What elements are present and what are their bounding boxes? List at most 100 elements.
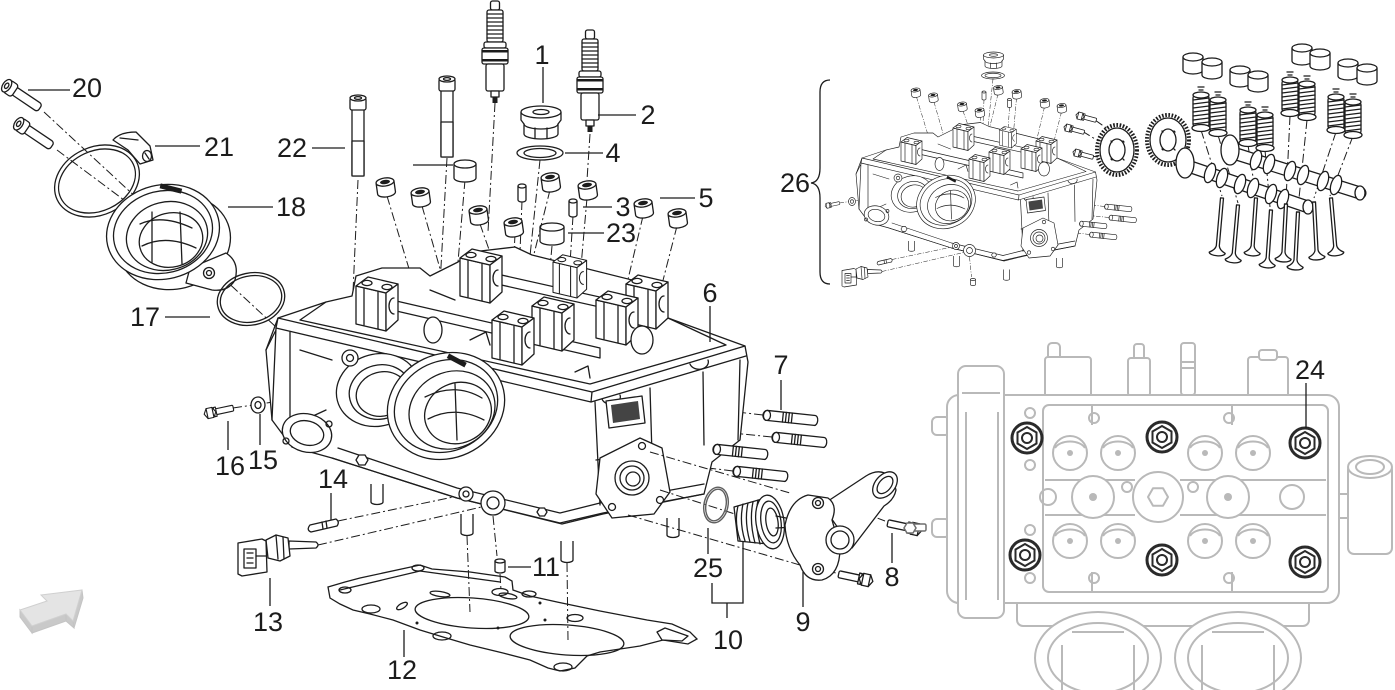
housing-boss-inner xyxy=(830,530,850,550)
callout-25: 25 xyxy=(693,553,723,583)
sensor-tip xyxy=(288,540,319,550)
gasket-hole xyxy=(553,662,573,672)
cap-body xyxy=(520,112,562,140)
top-view-inset xyxy=(903,342,1393,690)
gasket-hole xyxy=(338,586,352,594)
center-plug-hex xyxy=(1147,487,1169,507)
boot-throat-inner xyxy=(138,212,204,268)
port-inner xyxy=(1047,622,1149,690)
flange-opening xyxy=(289,419,325,447)
intake-boot xyxy=(105,183,237,291)
valve-spring xyxy=(1326,88,1346,135)
sprocket-hub xyxy=(1108,138,1126,162)
assembly-inset xyxy=(810,43,1378,287)
flange-hole xyxy=(282,437,290,445)
oil-plug-boss-hole xyxy=(486,496,500,510)
flange-bore-inner xyxy=(619,465,645,491)
center-plug-boss xyxy=(1132,471,1184,523)
intake-port-ring xyxy=(1174,611,1302,690)
sprocket-rim xyxy=(1099,127,1135,173)
callout-labels: 1 2 3 4 5 6 7 8 9 10 11 12 13 14 15 16 1… xyxy=(72,40,1325,685)
thermostat-housing-9 xyxy=(784,471,898,581)
valve-shim xyxy=(666,207,689,230)
dowel-body xyxy=(307,518,339,533)
gasket-bore xyxy=(414,596,530,630)
callout-26: 26 xyxy=(780,168,810,198)
housing-flange xyxy=(784,494,841,581)
front-intake-ring xyxy=(386,351,506,461)
intake-o-ring xyxy=(216,271,286,327)
washer-inner xyxy=(523,147,557,159)
port-detail xyxy=(1201,631,1275,690)
hole xyxy=(1024,407,1036,419)
bucket-top xyxy=(453,159,477,169)
valve-spring xyxy=(1208,91,1228,138)
valve xyxy=(1322,196,1345,258)
stud xyxy=(770,431,828,449)
callout-18: 18 xyxy=(276,192,306,222)
valve xyxy=(1208,196,1231,258)
bucket-top xyxy=(539,222,565,232)
spark-plug-bore-center xyxy=(1089,493,1097,501)
cap-hole xyxy=(532,108,550,116)
valve-shim xyxy=(502,216,525,239)
port-flange-ear xyxy=(341,349,359,367)
gasket-hole xyxy=(566,613,584,623)
gasket-hole xyxy=(521,590,537,598)
cylinder-head-nut xyxy=(1010,421,1044,455)
gasket-hole xyxy=(432,631,452,641)
valve-seat xyxy=(1100,435,1136,471)
tappet-bucket xyxy=(1182,52,1204,75)
valve-seat xyxy=(1052,435,1088,471)
valve-seat xyxy=(1235,523,1271,559)
bucket-side xyxy=(539,227,565,246)
cam-cap xyxy=(552,254,588,299)
intake-port-ring xyxy=(1034,611,1162,690)
head-stud xyxy=(370,484,384,506)
callout-2: 2 xyxy=(640,100,655,130)
cam-lobe xyxy=(1262,153,1276,175)
hole xyxy=(1223,412,1235,424)
gasket-bore xyxy=(509,623,625,657)
cam-tunnel xyxy=(423,316,443,344)
ring-inner-detail xyxy=(424,383,485,441)
head-studs xyxy=(370,484,680,564)
cam-lobe xyxy=(1203,162,1217,184)
camshaft-end xyxy=(1354,185,1366,201)
clamp-band-inner xyxy=(57,148,137,214)
valve-spring xyxy=(1255,106,1275,153)
cam-cap xyxy=(531,296,575,352)
ring-lip xyxy=(393,358,499,454)
callout-13: 13 xyxy=(253,607,283,637)
cylinder-head-nut xyxy=(1145,420,1179,454)
ring-throat xyxy=(408,370,496,450)
sprocket-bolt xyxy=(1071,148,1095,162)
cap-hex-edges xyxy=(523,123,559,139)
thermostat-coils xyxy=(735,499,761,545)
port-flange-hole xyxy=(345,353,355,363)
tappet-bucket xyxy=(1337,58,1359,81)
callout-9: 9 xyxy=(795,607,810,637)
washer-outer xyxy=(250,396,266,414)
bucket-side xyxy=(453,164,477,183)
housing-ear-hole-inner xyxy=(814,565,822,573)
camshaft-flange xyxy=(1220,134,1240,166)
callout-14: 14 xyxy=(318,464,348,494)
cam-lobe xyxy=(1264,183,1278,205)
valve-seat xyxy=(1187,435,1223,471)
cap-screw-20a xyxy=(0,77,45,115)
boot-molded-marking xyxy=(159,183,183,194)
sprocket-holes xyxy=(1110,140,1125,161)
protrusion xyxy=(1127,357,1151,397)
hole xyxy=(1039,488,1057,506)
ring-molded-marking xyxy=(446,353,467,368)
loose-bolt xyxy=(903,522,927,534)
forward-arrow-icon xyxy=(19,589,84,635)
left-side-flange xyxy=(281,412,333,454)
head-stud xyxy=(460,514,474,537)
protrusion xyxy=(1247,356,1289,398)
callout-21: 21 xyxy=(204,132,234,162)
boot-front-ring xyxy=(105,183,221,281)
hole xyxy=(1024,459,1036,471)
cam-chain-tunnel xyxy=(957,365,1005,619)
